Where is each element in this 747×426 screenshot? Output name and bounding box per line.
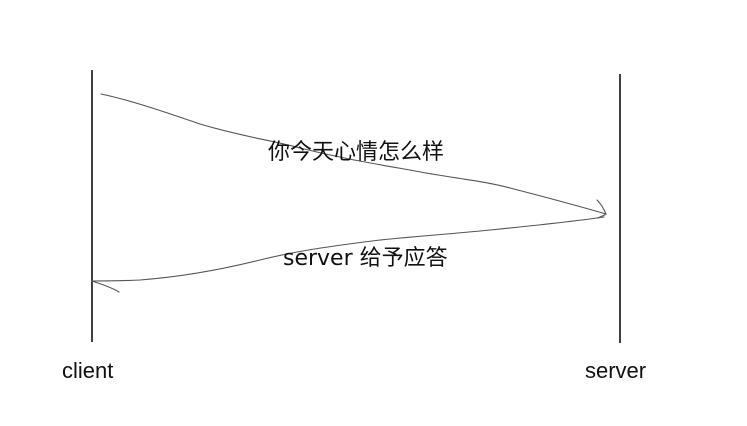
- request-message-label: 你今天心情怎么样: [268, 140, 445, 165]
- request-arrow: [100, 93, 607, 215]
- response-arrowhead: [91, 280, 120, 293]
- response-message-label: server 给予应答: [283, 246, 448, 271]
- server-label: server: [585, 358, 647, 383]
- request-arrowhead: [596, 199, 607, 219]
- client-label: client: [62, 358, 114, 383]
- response-arrow: [91, 216, 605, 282]
